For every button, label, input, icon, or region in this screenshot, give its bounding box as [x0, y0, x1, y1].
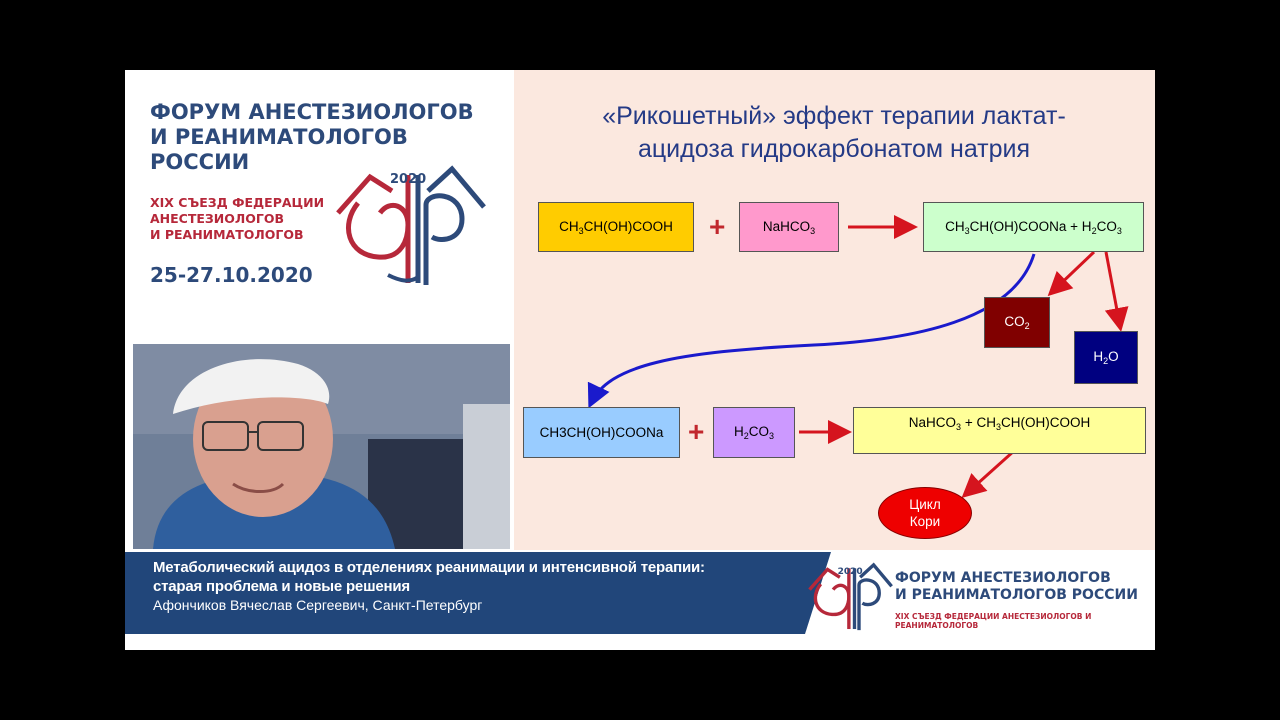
cori-line: Цикл [909, 497, 941, 512]
lactate-box: CH3CH(OH)COONa [523, 407, 680, 458]
arrow-to-h2o [1104, 251, 1129, 332]
speaker-video [133, 344, 510, 549]
products2-box: NaHCO3 + CH3CH(OH)COOH [853, 407, 1146, 454]
plus-sign: + [709, 211, 726, 242]
h2o-box: H2O [1074, 331, 1138, 384]
talk-author: Афончиков Вячеслав Сергеевич, Санкт-Пете… [153, 597, 483, 613]
arrow-to-co2 [1047, 250, 1096, 297]
congress-line: XIX СЪЕЗД ФЕДЕРАЦИИ [150, 195, 325, 210]
h2co3-box: H2CO3 [713, 407, 795, 458]
talk-title: Метаболический ацидоз в отделениях реани… [153, 558, 705, 596]
slide-title: «Рикошетный» эффект терапии лактат- ацид… [534, 100, 1134, 166]
banner-logo: 2020 [808, 562, 893, 631]
forum-title-line: ФОРУМ АНЕСТЕЗИОЛОГОВ [150, 100, 474, 124]
slide-title-line: ацидоза гидрокарбонатом натрия [637, 135, 1031, 163]
banner-wedge [805, 552, 831, 634]
cori-line: Кори [909, 514, 941, 529]
congress-line: АНЕСТЕЗИОЛОГОВ [150, 211, 285, 226]
reaction-arrows [587, 215, 1129, 499]
speaker-image [133, 344, 510, 549]
congress-line: И РЕАНИМАТОЛОГОВ [150, 227, 304, 242]
presentation-frame: ФОРУМ АНЕСТЕЗИОЛОГОВ И РЕАНИМАТОЛОГОВ РО… [125, 70, 1155, 650]
talk-title-line: Метаболический ацидоз в отделениях реани… [153, 559, 705, 576]
forum-title: ФОРУМ АНЕСТЕЗИОЛОГОВ И РЕАНИМАТОЛОГОВ РО… [150, 100, 480, 175]
products1-box: CH3CH(OH)COONa + H2CO3 [923, 202, 1144, 252]
banner-forum-title: ФОРУМ АНЕСТЕЗИОЛОГОВ И РЕАНИМАТОЛОГОВ РО… [895, 570, 1138, 604]
banner-logo-year: 2020 [838, 567, 863, 577]
logo-year: 2020 [390, 172, 426, 187]
banner-forum-line: ФОРУМ АНЕСТЕЗИОЛОГОВ [895, 570, 1111, 586]
forum-title-line: И РЕАНИМАТОЛОГОВ [150, 125, 408, 149]
co2-box: CO2 [984, 297, 1050, 348]
talk-title-line: старая проблема и новые решения [153, 578, 410, 595]
slide: «Рикошетный» эффект терапии лактат- ацид… [514, 70, 1155, 550]
forum-title-line: РОССИИ [150, 150, 250, 174]
banner-forum-line: И РЕАНИМАТОЛОГОВ РОССИИ [895, 587, 1138, 603]
talk-banner [125, 552, 805, 634]
congress-subtitle: XIX СЪЕЗД ФЕДЕРАЦИИ АНЕСТЕЗИОЛОГОВ И РЕА… [150, 195, 340, 243]
lactic-acid-box: CH3CH(OH)COOH [538, 202, 694, 252]
cori-cycle-ellipse: Цикл Кори [878, 487, 972, 539]
forum-logo: 2020 [336, 165, 486, 285]
slide-title-line: «Рикошетный» эффект терапии лактат- [602, 102, 1066, 130]
plus-sign: + [688, 416, 705, 447]
arrow-blue-curve [587, 253, 1036, 409]
forum-dates: 25-27.10.2020 [150, 263, 313, 287]
banner-congress: XIX СЪЕЗД ФЕДЕРАЦИИ АНЕСТЕЗИОЛОГОВ И РЕА… [895, 612, 1092, 630]
nahco3-box: NaHCO3 [739, 202, 839, 252]
